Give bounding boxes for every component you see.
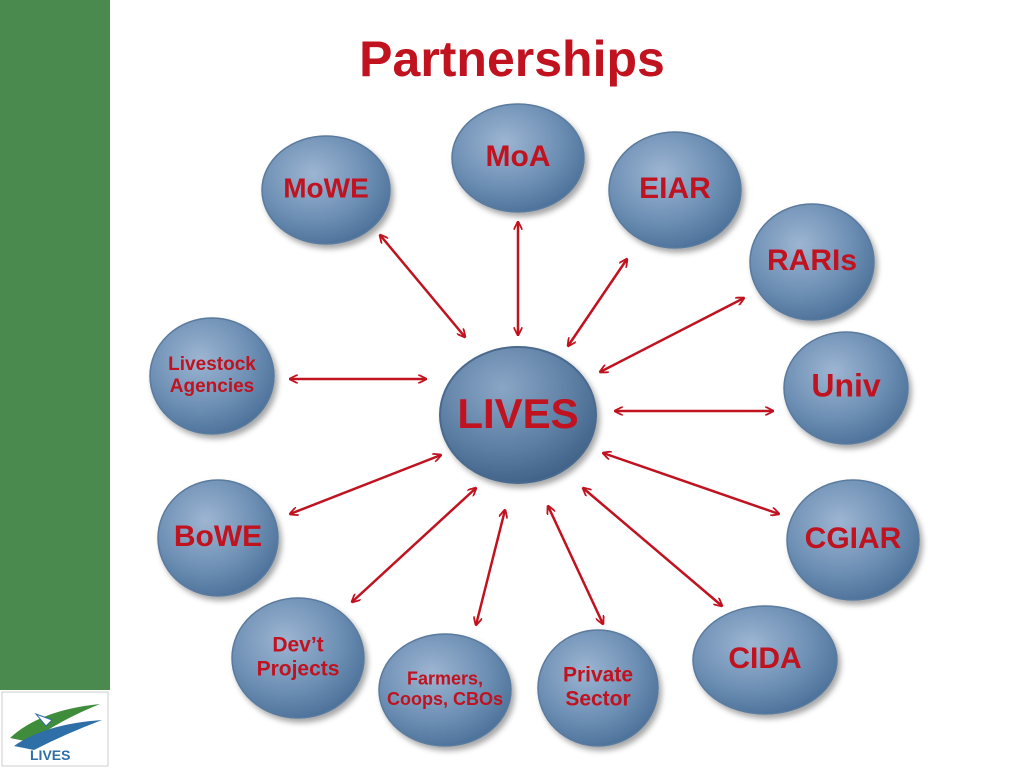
arrow-bowe	[290, 455, 441, 514]
label-farmers-line-1: Farmers,	[407, 668, 483, 688]
label-moa: MoA	[486, 140, 551, 173]
arrow-cgiar	[603, 453, 779, 514]
node-center-lives: LIVES	[439, 346, 597, 484]
label-livestock-agencies-line-1: Livestock	[168, 354, 256, 375]
logo-text: LIVES	[30, 747, 70, 763]
arrows-layer	[290, 222, 779, 625]
arrow-mowe	[380, 235, 465, 337]
node-raris: RARIs	[749, 203, 875, 321]
label-raris: RARIs	[767, 244, 857, 277]
arrow-devt-projects	[352, 488, 476, 602]
node-cgiar: CGIAR	[786, 479, 920, 601]
arrow-farmers	[476, 510, 505, 625]
lives-logo: LIVES	[0, 690, 110, 768]
arrow-raris	[600, 298, 744, 372]
bubble-cgiar	[786, 479, 920, 601]
label-univ: Univ	[811, 367, 881, 403]
label-cgiar: CGIAR	[805, 522, 902, 555]
bubble-moa	[451, 103, 585, 213]
bubble-devt-projects	[231, 597, 365, 719]
label-devt-projects-line-2: Projects	[257, 658, 340, 681]
arrow-cida	[583, 488, 722, 606]
bubble-private-sector	[537, 629, 659, 747]
bubble-univ	[783, 331, 909, 445]
bubble-mowe	[261, 135, 391, 245]
bubble-eiar	[608, 131, 742, 249]
bubble-cida	[692, 605, 838, 715]
node-bowe: BoWE	[157, 479, 279, 597]
node-mowe: MoWE	[261, 135, 391, 245]
lives-logo-mark: LIVES	[1, 691, 109, 767]
arrow-eiar	[568, 259, 627, 346]
node-farmers: Farmers,Coops, CBOs	[378, 633, 512, 747]
node-moa: MoA	[451, 103, 585, 213]
node-cida: CIDA	[692, 605, 838, 715]
label-cida: CIDA	[728, 642, 801, 675]
label-livestock-agencies-line-2: Agencies	[170, 376, 254, 397]
slide-title: Partnerships	[359, 31, 665, 87]
label-devt-projects-line-1: Dev’t	[272, 633, 323, 656]
label-eiar: EIAR	[639, 172, 711, 205]
label-mowe: MoWE	[283, 172, 369, 203]
bubble-center	[439, 346, 597, 484]
sidebar-green-bar	[0, 0, 110, 768]
arrow-private-sector	[548, 506, 603, 624]
label-farmers-line-2: Coops, CBOs	[387, 689, 503, 709]
bubble-livestock-agencies	[149, 317, 275, 435]
label-private-sector-line-2: Sector	[565, 688, 630, 711]
bubble-raris	[749, 203, 875, 321]
label-bowe: BoWE	[174, 520, 262, 553]
bubble-bowe	[157, 479, 279, 597]
nodes-layer: MoAEIARRARIsUnivCGIARCIDAPrivateSectorFa…	[149, 103, 920, 747]
node-univ: Univ	[783, 331, 909, 445]
node-eiar: EIAR	[608, 131, 742, 249]
bubble-farmers	[378, 633, 512, 747]
label-private-sector-line-1: Private	[563, 663, 633, 686]
center-label: LIVES	[457, 390, 578, 437]
